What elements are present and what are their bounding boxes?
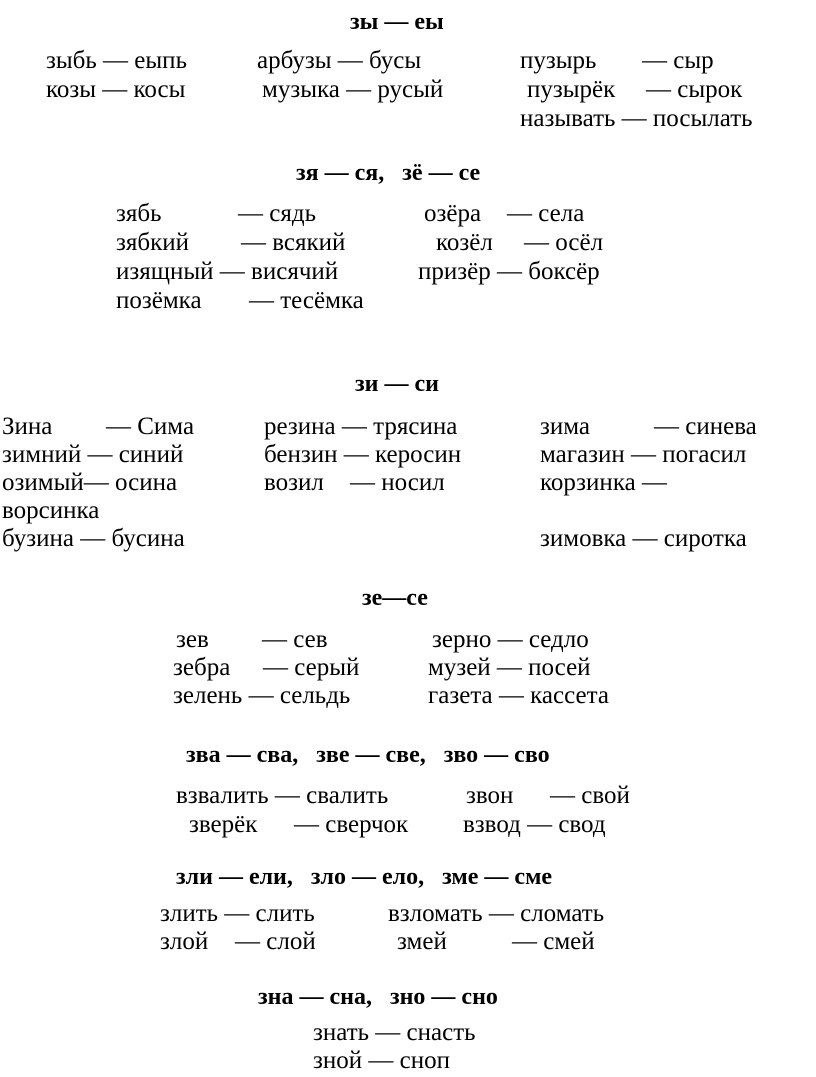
word-pair: знать — снасть: [313, 1019, 476, 1046]
word-pair: возил: [264, 469, 324, 496]
word-pair: ворсинка: [2, 497, 100, 524]
word-pair: — синева: [654, 413, 757, 440]
word-pair: музыка — русый: [262, 76, 444, 103]
section-heading-zya: зя — ся, зё — се: [296, 160, 481, 186]
section-heading-ze: зе—се: [362, 585, 428, 611]
word-pair: призёр — боксёр: [418, 258, 600, 285]
word-pair: взвалить — свалить: [176, 782, 389, 809]
word-pair: — села: [507, 200, 585, 227]
word-pair: — смей: [512, 928, 595, 955]
word-pair: зерно — седло: [432, 626, 589, 653]
word-pair: Зина: [2, 413, 53, 440]
word-pair: резина — трясина: [264, 413, 458, 440]
word-pair: змей: [397, 928, 447, 955]
word-pair: арбузы — бусы: [257, 47, 422, 74]
word-pair: — осёл: [524, 229, 604, 256]
section-heading-zy: зы — еы: [350, 9, 444, 35]
word-pair: злить — слить: [160, 900, 315, 927]
section-heading-zli: зли — ели, зло — ело, зме — сме: [176, 864, 553, 890]
word-pair: зверёк: [189, 811, 258, 838]
word-pair: пузырёк: [527, 76, 616, 103]
word-pair: бузина — бусина: [2, 525, 185, 552]
word-pair: газета — кассета: [428, 682, 609, 709]
section-heading-zna: зна — сна, зно — сно: [258, 984, 498, 1010]
word-pair: — свой: [550, 782, 630, 809]
word-pair: — Сима: [106, 413, 195, 440]
word-pair: музей — посей: [428, 654, 591, 681]
word-pair: — сядь: [238, 200, 316, 227]
word-pair: зима: [540, 413, 590, 440]
word-pair: козёл: [436, 229, 493, 256]
word-pair: взвод — свод: [463, 811, 606, 838]
word-pair: козы — косы: [46, 76, 186, 103]
word-pair: — слой: [235, 928, 316, 955]
word-pair: — сверчок: [294, 811, 409, 838]
word-pair: — сев: [262, 626, 328, 653]
word-pair: зимовка — сиротка: [540, 525, 747, 552]
word-pair: магазин — погасил: [540, 441, 747, 468]
word-pair: взломать — сломать: [388, 900, 605, 927]
word-pair: корзинка —: [540, 469, 667, 496]
word-pair: позёмка: [116, 287, 202, 314]
word-pair: — тесёмка: [249, 287, 364, 314]
word-pair: — сырок: [646, 76, 743, 103]
word-pair: злой: [160, 928, 209, 955]
word-pair: зелень — сельдь: [173, 682, 351, 709]
word-pair: пузырь: [520, 47, 597, 74]
word-pair: озёра: [424, 200, 482, 227]
word-pair: — всякий: [241, 229, 346, 256]
section-heading-zi: зи — си: [355, 371, 439, 397]
word-pair: — сыр: [642, 47, 714, 74]
word-pair: зыбь — еыпь: [46, 47, 187, 74]
section-heading-zva: зва — сва, зве — све, зво — сво: [186, 742, 550, 768]
word-pair: изящный — висячий: [116, 258, 339, 285]
word-pair: — серый: [263, 654, 360, 681]
word-pair: зебра: [173, 654, 231, 681]
word-pair: зной — сноп: [313, 1047, 450, 1074]
word-pair: озимый— осина: [2, 469, 178, 496]
word-pair: зябкий: [116, 229, 189, 256]
word-pair: зев: [176, 626, 209, 653]
word-pair: называть — посылать: [520, 105, 753, 132]
word-pair: зимний — синий: [2, 441, 184, 468]
word-pair: зябь: [116, 200, 162, 227]
word-pair: — носил: [350, 469, 445, 496]
word-pair: бензин — керосин: [264, 441, 462, 468]
word-pair: звон: [466, 782, 514, 809]
